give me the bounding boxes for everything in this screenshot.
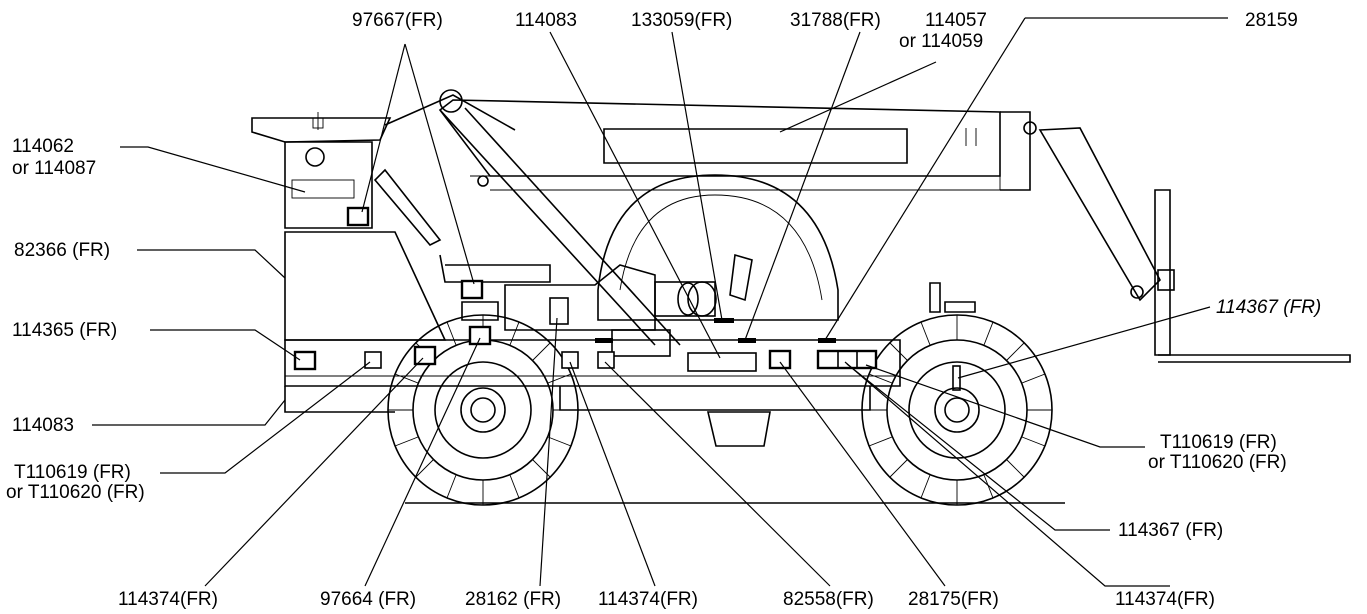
telescopic-boom (438, 99, 1001, 177)
decal-markers (293, 206, 878, 372)
part-labels: 97667(FR) 114083 133059(FR) 31788(FR) 11… (6, 10, 1321, 610)
label-82558: 82558(FR) (783, 589, 874, 610)
decal-97667-low (460, 279, 484, 300)
label-31788: 31788(FR) (790, 10, 881, 31)
label-114365: 114365 (FR) (12, 320, 117, 341)
decal-t110619-right (816, 349, 878, 370)
rear-body (284, 231, 447, 341)
label-t110619-left: T110619 (FR) (14, 462, 131, 483)
decal-114083-rear (364, 351, 382, 369)
label-114374-a: 114374(FR) (118, 589, 218, 610)
label-114083-left: 114083 (12, 415, 74, 436)
rear-upper (251, 117, 392, 143)
decal-133059 (714, 318, 734, 323)
label-114062: 114062 (12, 136, 74, 157)
label-t110619-right: T110619 (FR) (1160, 432, 1277, 453)
label-114374-c: 114374(FR) (1115, 589, 1215, 610)
decal-114374-b (561, 351, 579, 369)
decal-82558 (597, 351, 615, 369)
forks (1158, 354, 1351, 363)
rear-cap (305, 147, 325, 167)
decal-28175 (768, 349, 792, 370)
decal-31788 (738, 338, 756, 343)
boom-decal-rect (603, 128, 908, 164)
label-114367-top: 114367 (FR) (1216, 297, 1321, 318)
label-114083-top: 114083 (515, 10, 577, 31)
label-t110620-right: or T110620 (FR) (1148, 452, 1287, 473)
label-114374-b: 114374(FR) (598, 589, 698, 610)
decal-114374-a (413, 345, 437, 366)
decal-114083-center (687, 352, 757, 372)
decal-28159 (818, 338, 836, 343)
label-t110620-left: or T110620 (FR) (6, 482, 145, 503)
decal-97664 (468, 325, 492, 346)
decal-28162 (549, 297, 569, 325)
label-133059: 133059(FR) (631, 10, 732, 31)
label-28162: 28162 (FR) (465, 589, 561, 610)
chassis-frame (284, 339, 901, 387)
leader-lines (92, 17, 1228, 587)
front-wheel (861, 282, 1053, 506)
label-97667-top: 97667(FR) (352, 10, 443, 31)
label-114367-right: 114367 (FR) (1118, 520, 1223, 541)
rear-decal-panel (291, 179, 355, 199)
label-97664: 97664 (FR) (320, 589, 416, 610)
label-82366: 82366 (FR) (14, 240, 110, 261)
rear-housing (284, 141, 373, 229)
label-28159: 28159 (1245, 10, 1298, 31)
label-114087: or 114087 (12, 158, 96, 179)
machine-drawing (251, 89, 1351, 506)
label-114057: 114057 (925, 10, 987, 31)
label-28175: 28175(FR) (908, 589, 999, 610)
label-114059: or 114059 (899, 31, 983, 52)
decal-114365 (293, 350, 317, 371)
decal-97667-high (346, 206, 370, 227)
rear-wheel (387, 314, 579, 506)
decal-114083-top (595, 338, 613, 343)
fuel-tank (706, 411, 771, 447)
